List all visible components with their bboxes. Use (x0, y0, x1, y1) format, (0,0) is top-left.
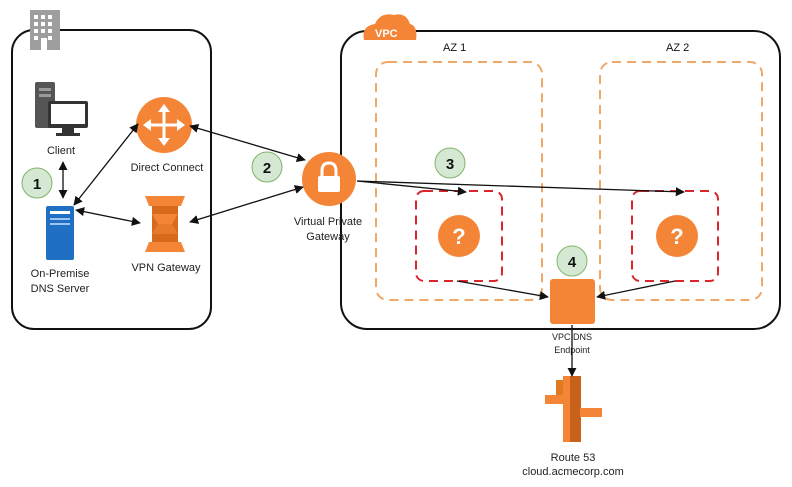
vpc-badge-label: VPC (375, 28, 398, 40)
step-number-2: 2 (263, 160, 271, 177)
vpn-gateway-icon (145, 196, 185, 252)
vpg-label-line1: Virtual Private (294, 216, 362, 228)
on-premise-container (11, 29, 212, 330)
step-marker: 3 (434, 147, 466, 179)
arrow-vpg-az2-resource (356, 180, 685, 197)
az2-label: AZ 2 (666, 42, 689, 54)
route53-label: Route 53 (551, 452, 596, 464)
route53-domain: cloud.acmecorp.com (522, 466, 624, 478)
vpn-gateway-label: VPN Gateway (131, 262, 201, 274)
direct-connect-router-icon (136, 97, 192, 153)
arrow-vpg-az1-resource (356, 180, 467, 196)
vpg-label-line2: Gateway (306, 231, 350, 243)
dns-server-label-line2: DNS Server (31, 283, 90, 295)
question-mark-az2: ? (670, 224, 683, 249)
step-number-1: 1 (33, 176, 41, 193)
step-number-4: 4 (568, 254, 577, 271)
direct-connect-label: Direct Connect (131, 162, 204, 174)
arrow-dns-vpngateway (75, 207, 141, 226)
arrow-vpngateway-vpg (189, 185, 304, 224)
step-marker: 2 (251, 151, 283, 183)
arrow-dns-directconnect (73, 123, 139, 206)
step-number-3: 3 (446, 156, 454, 173)
route53-signpost-icon (545, 376, 602, 442)
vpc-dns-endpoint-icon (550, 279, 595, 324)
question-mark-icon: ? (438, 215, 480, 257)
arrow-az2-endpoint (596, 280, 676, 300)
client-label: Client (47, 145, 75, 157)
az1-box (375, 61, 543, 301)
step-marker: 1 (21, 167, 53, 199)
question-mark-az1: ? (452, 224, 465, 249)
question-mark-icon: ? (656, 215, 698, 257)
arrow-directconnect-vpg (189, 123, 306, 163)
virtual-private-gateway-lock-icon (302, 152, 356, 206)
dns-server-label-line1: On-Premise (31, 268, 90, 280)
client-computer-icon (35, 82, 88, 136)
arrow-az1-endpoint (456, 280, 549, 301)
office-building-icon (30, 10, 60, 50)
az1-label: AZ 1 (443, 42, 466, 54)
step-marker: 4 (556, 245, 588, 277)
dns-server-icon (46, 206, 74, 260)
vpc-cloud-icon: VPC (363, 14, 417, 40)
az2-box (599, 61, 763, 301)
